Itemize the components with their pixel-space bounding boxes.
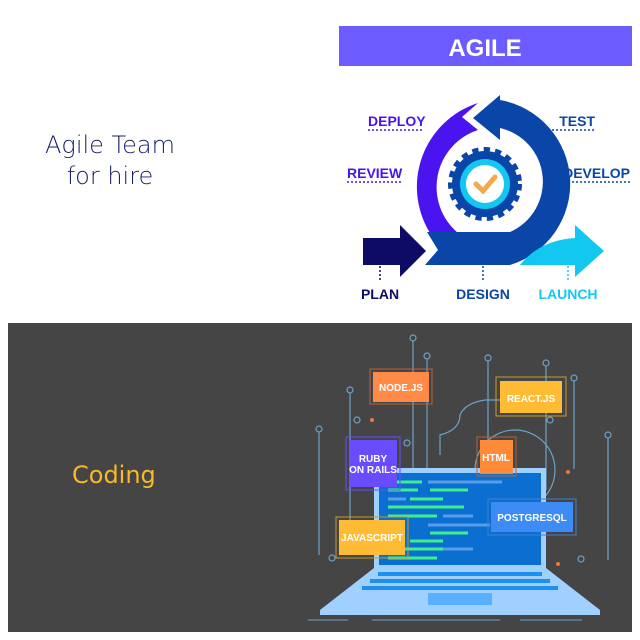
agile-caption: Agile Team for hire bbox=[40, 130, 180, 192]
tag-ruby-line1: RUBY bbox=[359, 454, 388, 465]
tag-html-label: HTML bbox=[482, 453, 510, 464]
tag-javascript-label: JAVASCRIPT bbox=[341, 533, 403, 544]
tag-postgresql: POSTGRESQL bbox=[487, 498, 577, 536]
tag-node-js-label: NODE.JS bbox=[379, 383, 423, 394]
plan-arrow bbox=[363, 225, 426, 277]
agile-cycle-diagram: AGILE DEPLOY TEST REVIEW DEVELOP PLAN DE… bbox=[339, 26, 632, 302]
stage-plan: PLAN bbox=[361, 286, 399, 302]
stage-launch: LAUNCH bbox=[538, 286, 597, 302]
keyboard bbox=[362, 572, 558, 590]
checkmark-icon bbox=[473, 174, 498, 195]
tag-javascript: JAVASCRIPT bbox=[335, 516, 409, 559]
tag-react-js-label: REACT.JS bbox=[507, 394, 556, 405]
gear-icon bbox=[448, 147, 522, 221]
tag-node-js: NODE.JS bbox=[369, 368, 433, 405]
stage-deploy: DEPLOY bbox=[368, 113, 426, 129]
coding-illustration: NODE.JS REACT.JS RUBY ON RAILS HTML POST… bbox=[308, 334, 612, 621]
deploy-review-arrow bbox=[416, 103, 478, 233]
stage-design: DESIGN bbox=[456, 286, 510, 302]
stage-develop: DEVELOP bbox=[563, 165, 630, 181]
agile-banner-title: AGILE bbox=[448, 35, 521, 62]
tag-react-js: REACT.JS bbox=[495, 376, 567, 417]
tag-ruby-on-rails: RUBY ON RAILS bbox=[345, 436, 401, 491]
agile-caption-line2: for hire bbox=[66, 162, 154, 190]
stage-review: REVIEW bbox=[347, 165, 403, 181]
agile-caption-line1: Agile Team bbox=[45, 131, 175, 159]
tag-ruby-line2: ON RAILS bbox=[349, 465, 397, 476]
tag-postgresql-label: POSTGRESQL bbox=[497, 513, 566, 524]
stage-test: TEST bbox=[559, 113, 595, 129]
test-develop-arrow bbox=[425, 95, 571, 265]
tag-html: HTML bbox=[476, 436, 517, 477]
agile-banner bbox=[339, 26, 632, 66]
launch-arrow bbox=[520, 225, 604, 277]
coding-caption: Coding bbox=[72, 461, 156, 489]
trackpad bbox=[428, 593, 492, 605]
